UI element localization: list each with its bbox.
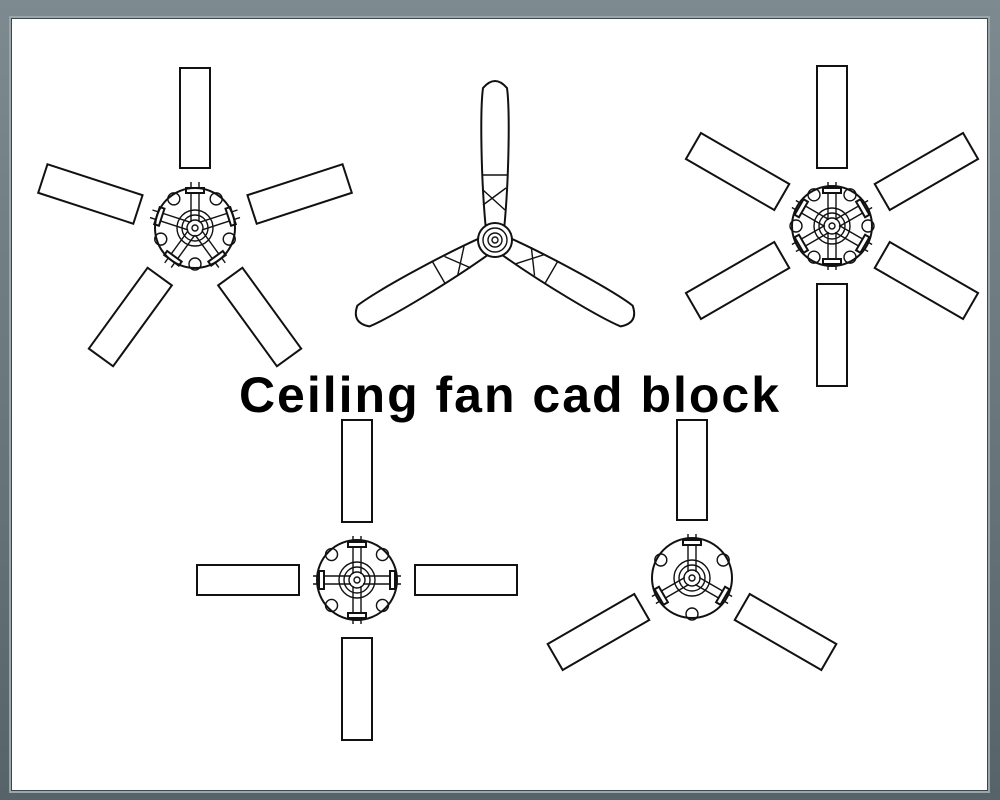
fan-blade [816,65,848,220]
fan-hub [477,222,513,258]
fan-blade [816,232,848,387]
five-blade-fan [36,67,354,368]
fan-blade [354,235,493,328]
page-title: Ceiling fan cad block [238,367,782,423]
six-blade-fan [684,65,980,387]
fan-blade [694,576,838,672]
fan-blade [676,419,708,572]
fan-blade [341,586,373,741]
four-blade-fan [196,419,518,741]
fan-hub [789,185,875,267]
three-blade-fan [546,419,838,672]
fan-hub [651,537,733,621]
fan-blade [497,235,636,328]
fan-hub [316,539,398,621]
fan-blade [834,131,980,228]
fan-blade [480,80,510,231]
three-blade-propeller-fan [354,80,636,328]
fan-blade [363,564,518,596]
fan-hub [154,187,236,271]
fan-blade [196,564,351,596]
